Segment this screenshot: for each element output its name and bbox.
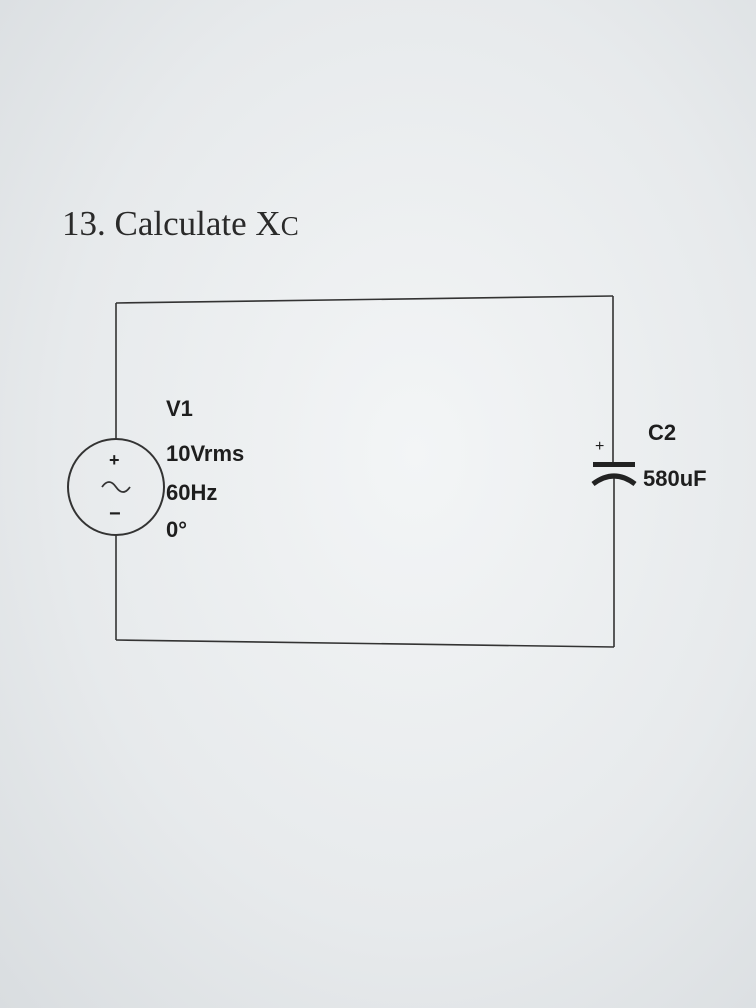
source-phase: 0°: [166, 517, 187, 542]
source-frequency: 60Hz: [166, 480, 217, 505]
question-text: Calculate X: [114, 204, 281, 243]
source-plus: +: [109, 450, 120, 470]
capacitor-plate-curved: [591, 473, 637, 487]
source-minus: −: [109, 503, 121, 525]
capacitor-plate-flat: [593, 462, 635, 467]
ac-source-symbol: [67, 438, 165, 536]
capacitor-name: C2: [648, 420, 676, 445]
sine-wave-icon: [101, 481, 131, 493]
wire-bottom: [115, 639, 615, 648]
capacitor-value: 580uF: [643, 466, 707, 491]
question-number: 13.: [62, 204, 106, 243]
question-subscript: C: [280, 211, 299, 241]
capacitor-plus: +: [595, 438, 604, 455]
wire-top: [115, 295, 614, 304]
source-name: V1: [166, 396, 193, 421]
question-title: 13. Calculate XC: [62, 204, 299, 244]
source-voltage: 10Vrms: [166, 441, 244, 466]
